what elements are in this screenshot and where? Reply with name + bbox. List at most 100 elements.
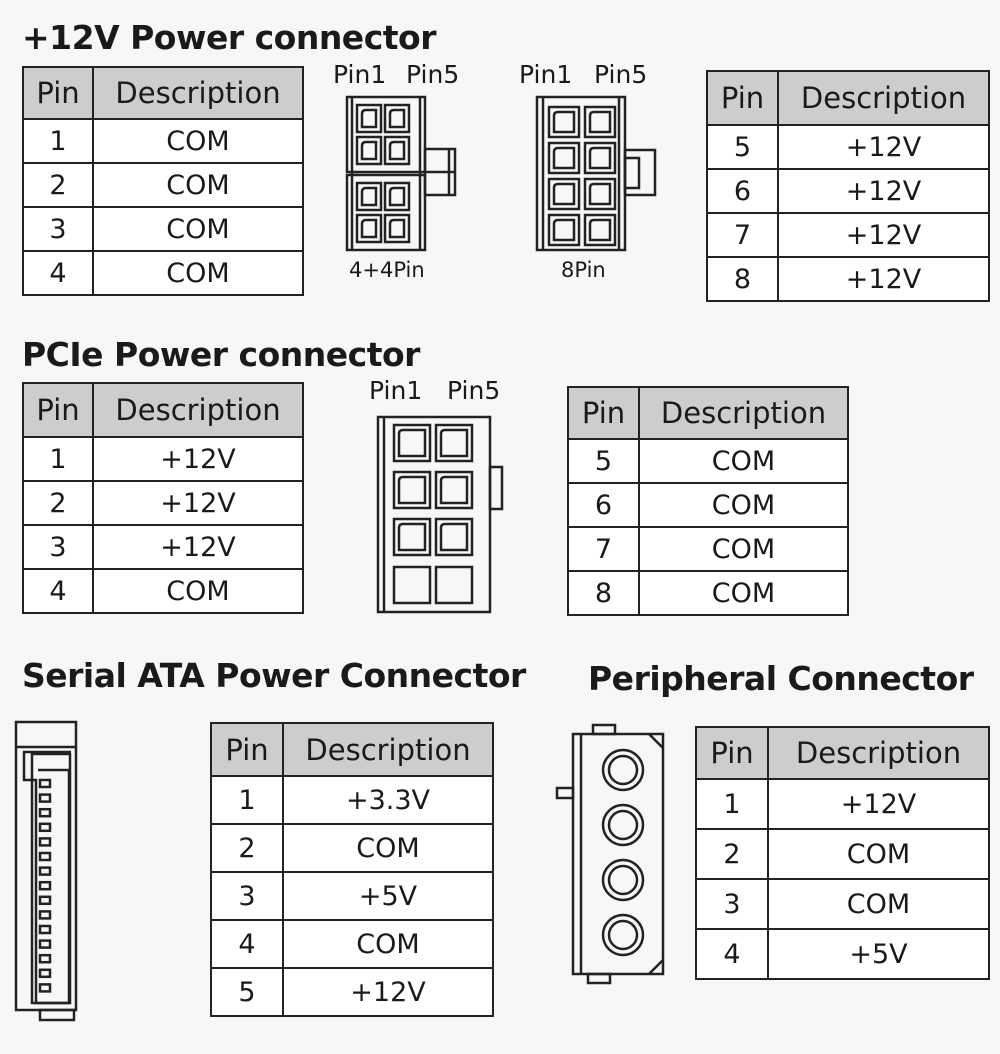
pin-description: COM bbox=[638, 482, 849, 528]
sata-contact bbox=[38, 968, 52, 979]
pin-number: 2 bbox=[210, 823, 284, 873]
pin-cavity bbox=[355, 181, 383, 212]
pin-cavity bbox=[583, 177, 617, 211]
pin-number: 5 bbox=[706, 124, 779, 170]
pin-cavity bbox=[392, 423, 432, 463]
pin-cavity bbox=[434, 517, 474, 557]
sata-connector-title: Serial ATA Power Connector bbox=[22, 656, 526, 695]
pin-cavity bbox=[547, 177, 581, 211]
chamfer bbox=[648, 959, 664, 975]
connector-slot bbox=[30, 752, 72, 1005]
pin-description: COM bbox=[92, 162, 304, 208]
pin-number: 1 bbox=[22, 436, 94, 482]
pin-cavity bbox=[355, 135, 383, 166]
pin-cavity-inner bbox=[439, 522, 469, 552]
sata-contact bbox=[38, 880, 52, 891]
pin-cavity bbox=[355, 103, 383, 134]
latch-icon bbox=[38, 1008, 76, 1022]
pin5-label: Pin5 bbox=[447, 376, 501, 405]
pin-description: COM bbox=[767, 878, 990, 930]
pin-description: +5V bbox=[282, 871, 494, 921]
pin-description: COM bbox=[92, 568, 304, 614]
latch-icon bbox=[488, 465, 504, 511]
tab bbox=[591, 723, 617, 736]
column-header-pin: Pin bbox=[706, 70, 779, 126]
table-row: 1+3.3V bbox=[210, 775, 494, 825]
sata-contact bbox=[38, 953, 52, 964]
pin-socket bbox=[601, 858, 645, 902]
pin-cavity-inner bbox=[388, 140, 406, 161]
pin-number: 2 bbox=[22, 162, 94, 208]
column-header-description: Description bbox=[92, 66, 304, 120]
pin-cavity-inner bbox=[588, 182, 612, 206]
pin5-label: Pin5 bbox=[594, 60, 648, 89]
pin-cavity-inner bbox=[588, 146, 612, 170]
sata-contact bbox=[38, 895, 52, 906]
column-header-pin: Pin bbox=[22, 382, 94, 438]
pin-socket bbox=[601, 748, 645, 792]
pin-number: 2 bbox=[695, 828, 769, 880]
column-header-pin: Pin bbox=[210, 722, 284, 777]
pin-cavity-inner bbox=[552, 110, 576, 134]
pin-number: 5 bbox=[567, 438, 640, 484]
pin-description: COM bbox=[282, 823, 494, 873]
pin-description: +12V bbox=[777, 256, 990, 302]
pin-number: 4 bbox=[695, 928, 769, 980]
pin-description: COM bbox=[92, 118, 304, 164]
pin-cavity bbox=[583, 213, 617, 247]
sata-contact bbox=[38, 837, 52, 847]
pin-number: 3 bbox=[22, 206, 94, 252]
pin-cavity-inner bbox=[360, 140, 378, 161]
table-row: 8+12V bbox=[706, 256, 990, 302]
connector-body bbox=[376, 415, 492, 614]
pin-number: 3 bbox=[210, 871, 284, 921]
pin-cavity-inner bbox=[552, 182, 576, 206]
sata-contact bbox=[38, 983, 52, 993]
sata-contact bbox=[38, 778, 52, 789]
pin-number: 6 bbox=[567, 482, 640, 528]
pin-number: 3 bbox=[695, 878, 769, 930]
pin-number: 3 bbox=[22, 524, 94, 570]
pin-cavity-inner bbox=[552, 146, 576, 170]
sata-connector-diagram bbox=[14, 720, 78, 1022]
pin-number: 4 bbox=[22, 250, 94, 296]
pin-cavity-inner bbox=[588, 218, 612, 242]
pin-cavity-inner bbox=[360, 218, 378, 239]
table-row: 1+12V bbox=[22, 436, 304, 482]
table-row: 3+12V bbox=[22, 524, 304, 570]
pin-cavity-inner bbox=[397, 475, 427, 505]
pin-cavity bbox=[355, 213, 383, 244]
pin-description: +12V bbox=[767, 778, 990, 830]
pcie-8pin-connector-diagram bbox=[376, 415, 504, 614]
connector-body bbox=[571, 732, 665, 976]
pin-description: COM bbox=[638, 570, 849, 616]
pin-cavity-inner bbox=[388, 108, 406, 129]
pin-description: COM bbox=[767, 828, 990, 880]
pin-description: COM bbox=[638, 526, 849, 572]
pin-cavity-square bbox=[392, 565, 432, 605]
tab bbox=[586, 972, 612, 985]
pin-cavity bbox=[547, 213, 581, 247]
pin-number: 5 bbox=[210, 967, 284, 1017]
pin-number: 8 bbox=[706, 256, 779, 302]
column-header-description: Description bbox=[767, 726, 990, 780]
sata-contact bbox=[38, 924, 52, 935]
pin-description: COM bbox=[638, 438, 849, 484]
pin-cavity-inner bbox=[397, 522, 427, 552]
pin-number: 7 bbox=[567, 526, 640, 572]
pin-description: +12V bbox=[777, 212, 990, 258]
pin-description: +12V bbox=[92, 524, 304, 570]
pin-number: 6 bbox=[706, 168, 779, 214]
